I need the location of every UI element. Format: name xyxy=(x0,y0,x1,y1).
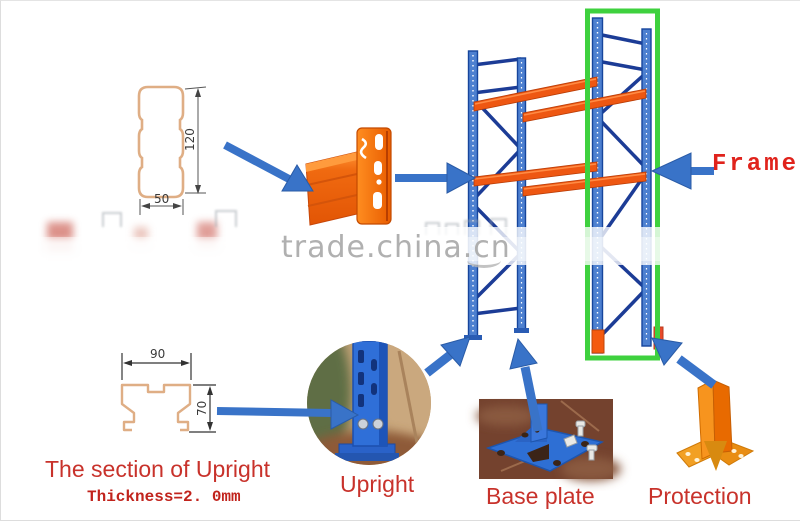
photo-upright-slots xyxy=(358,350,377,407)
beam-safety-pin xyxy=(359,137,368,160)
section-of-upright-title: The section of Upright xyxy=(45,456,271,482)
arrow-baseplate-to-rack xyxy=(509,337,543,432)
thickness-note: Thickness=2. 0mm xyxy=(87,488,241,506)
upright-dimension-lines xyxy=(121,353,216,433)
protection-label: Protection xyxy=(648,483,752,509)
right-back-upright xyxy=(641,28,652,347)
upright-section-drawing: 90 70 xyxy=(120,347,216,433)
beam-photo xyxy=(305,127,392,226)
right-front-upright-protector xyxy=(591,329,605,354)
beam-section-drawing: 120 50 xyxy=(137,85,207,215)
upright-section-outline xyxy=(120,383,192,432)
beam-connector-plate xyxy=(356,127,392,225)
arrow-beam-to-rack xyxy=(395,162,477,194)
frame-label: Frame xyxy=(712,151,800,178)
upright-dimension-arrowheads xyxy=(123,360,213,431)
upright-photo xyxy=(307,341,431,465)
arrow-frame-callout xyxy=(650,152,714,190)
protection-bolt-holes xyxy=(685,449,744,462)
arrow-upright-to-rack xyxy=(424,336,471,377)
left-back-foot xyxy=(514,328,529,333)
upright-height-dimension: 70 xyxy=(195,401,209,416)
photo-base-lip xyxy=(335,453,399,461)
beam-section-outline xyxy=(137,85,185,199)
beam-top-face xyxy=(306,152,357,172)
rack-illustration xyxy=(464,8,664,361)
beam-highlights xyxy=(474,78,646,190)
beam-width-dimension: 50 xyxy=(154,192,169,206)
rack-beams xyxy=(473,76,647,197)
anchor-bolts xyxy=(563,420,598,461)
photo-upright-bolts xyxy=(357,418,384,430)
base-plate-label: Base plate xyxy=(486,483,595,509)
arrow-section-to-upright-photo xyxy=(216,399,360,430)
upright-width-dimension: 90 xyxy=(150,347,165,361)
right-frame-braces xyxy=(595,32,648,341)
beam-dimension-arrowheads xyxy=(141,88,201,209)
frame-highlight-box xyxy=(585,8,660,361)
left-front-foot xyxy=(464,335,482,340)
arrows xyxy=(216,141,717,432)
arrow-section-to-beam xyxy=(223,141,314,192)
arrow-protection-to-rack xyxy=(651,337,717,389)
upright-label: Upright xyxy=(340,471,415,497)
watermark-text: trade.china.cn xyxy=(281,230,511,265)
base-plate-photo xyxy=(476,399,621,481)
beam-height-dimension: 120 xyxy=(183,128,197,151)
protection-bottom-shadow xyxy=(704,441,727,471)
beam-connector-slots xyxy=(373,134,383,209)
protection-photo xyxy=(676,379,755,471)
